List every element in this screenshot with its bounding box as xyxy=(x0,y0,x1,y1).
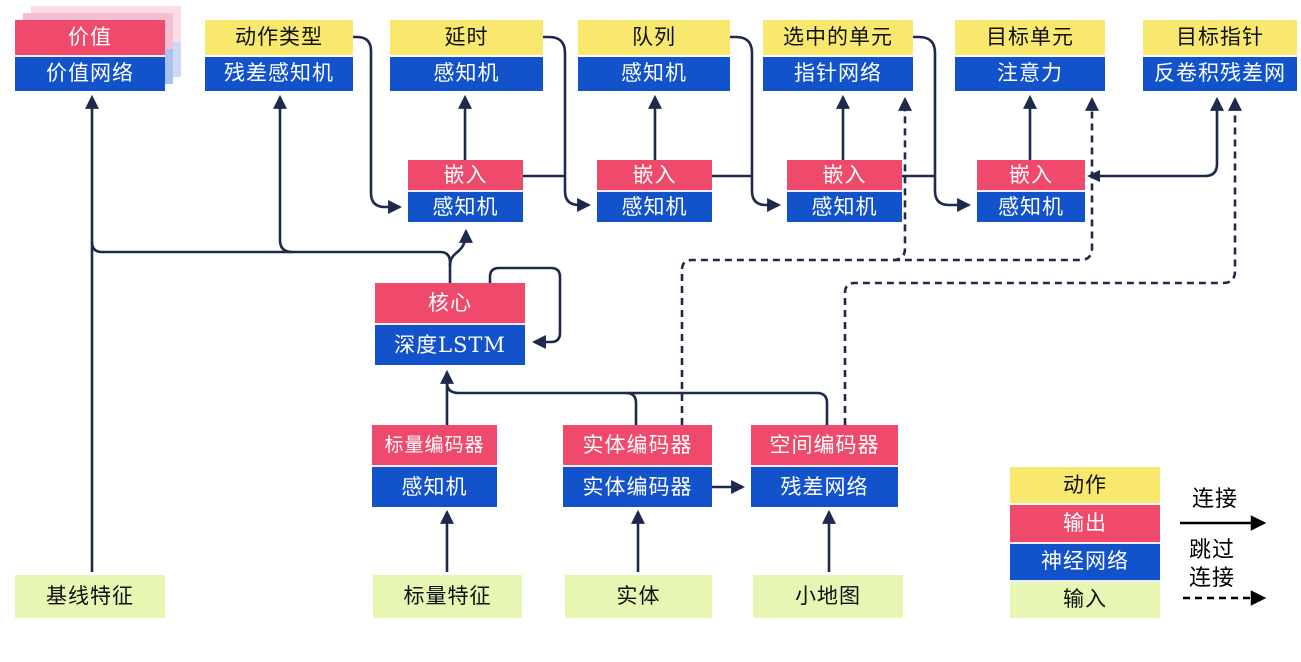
node-core: 核心 深度LSTM xyxy=(375,283,525,365)
node-scalar-encoder: 标量编码器 感知机 xyxy=(372,425,497,507)
node-entities: 实体 xyxy=(565,575,712,618)
node-target-unit-network-label: 注意力 xyxy=(955,56,1105,91)
node-queue-network-label: 感知机 xyxy=(578,56,730,91)
node-embed-3-network-label: 感知机 xyxy=(787,192,902,222)
node-selected-units-network-label: 指针网络 xyxy=(763,56,913,91)
node-scalar-encoder-network-label: 感知机 xyxy=(372,467,497,507)
node-baseline-features: 基线特征 xyxy=(15,575,165,618)
legend-input-swatch: 输入 xyxy=(1010,581,1160,618)
node-baseline-features-label: 基线特征 xyxy=(15,575,165,618)
node-core-network-label: 深度LSTM xyxy=(375,325,525,365)
node-core-output-label: 核心 xyxy=(375,283,525,325)
node-delay-action-label: 延时 xyxy=(390,20,543,57)
node-embed-2-network-label: 感知机 xyxy=(597,192,712,222)
node-target-pointer-network-label: 反卷积残差网 xyxy=(1143,56,1297,91)
solid-connections xyxy=(84,35,1225,572)
node-target-pointer: 目标指针 反卷积残差网 xyxy=(1143,20,1297,91)
node-value-network-label: 价值网络 xyxy=(15,56,165,91)
node-delay: 延时 感知机 xyxy=(390,20,543,91)
node-embed-4-network-label: 感知机 xyxy=(977,192,1085,222)
node-spatial-encoder-output-label: 空间编码器 xyxy=(751,425,898,467)
legend-color-key: 动作 输出 神经网络 输入 xyxy=(1010,467,1160,618)
node-spatial-encoder: 空间编码器 残差网络 xyxy=(751,425,898,507)
node-value: 价值 价值网络 xyxy=(15,20,165,91)
node-entity-encoder: 实体编码器 实体编码器 xyxy=(563,425,712,507)
node-scalar-features: 标量特征 xyxy=(373,575,522,618)
node-scalar-encoder-output-label: 标量编码器 xyxy=(372,425,497,467)
node-target-unit-action-label: 目标单元 xyxy=(955,20,1105,57)
node-target-unit: 目标单元 注意力 xyxy=(955,20,1105,91)
legend-output-swatch: 输出 xyxy=(1010,505,1160,544)
skip-connections xyxy=(680,96,1243,425)
node-entities-label: 实体 xyxy=(565,575,712,618)
node-action-type-network-label: 残差感知机 xyxy=(205,56,353,91)
node-action-type-action-label: 动作类型 xyxy=(205,20,353,57)
node-selected-units-action-label: 选中的单元 xyxy=(763,20,913,57)
node-action-type: 动作类型 残差感知机 xyxy=(205,20,353,91)
node-embed-4: 嵌入 感知机 xyxy=(977,160,1085,222)
node-entity-encoder-output-label: 实体编码器 xyxy=(563,425,712,467)
node-embed-2-output-label: 嵌入 xyxy=(597,160,712,192)
node-embed-2: 嵌入 感知机 xyxy=(597,160,712,222)
node-embed-4-output-label: 嵌入 xyxy=(977,160,1085,192)
node-embed-1: 嵌入 感知机 xyxy=(408,160,523,222)
node-spatial-encoder-network-label: 残差网络 xyxy=(751,467,898,507)
node-embed-1-network-label: 感知机 xyxy=(408,192,523,222)
node-embed-1-output-label: 嵌入 xyxy=(408,160,523,192)
node-selected-units: 选中的单元 指针网络 xyxy=(763,20,913,91)
legend-skip-connection-label: 跳过 连接 xyxy=(1188,538,1235,591)
node-minimap-label: 小地图 xyxy=(753,575,903,618)
node-queue: 队列 感知机 xyxy=(578,20,730,91)
node-scalar-features-label: 标量特征 xyxy=(373,575,522,618)
node-queue-action-label: 队列 xyxy=(578,20,730,57)
node-delay-network-label: 感知机 xyxy=(390,56,543,91)
node-embed-3: 嵌入 感知机 xyxy=(787,160,902,222)
legend-connection-label: 连接 xyxy=(1191,487,1238,512)
node-value-output-label: 价值 xyxy=(15,20,165,57)
node-minimap: 小地图 xyxy=(753,575,903,618)
legend-arrows xyxy=(1180,515,1267,606)
node-target-pointer-action-label: 目标指针 xyxy=(1143,20,1297,57)
legend-network-swatch: 神经网络 xyxy=(1010,543,1160,582)
node-entity-encoder-network-label: 实体编码器 xyxy=(563,467,712,507)
node-embed-3-output-label: 嵌入 xyxy=(787,160,902,192)
legend-action-swatch: 动作 xyxy=(1010,467,1160,506)
